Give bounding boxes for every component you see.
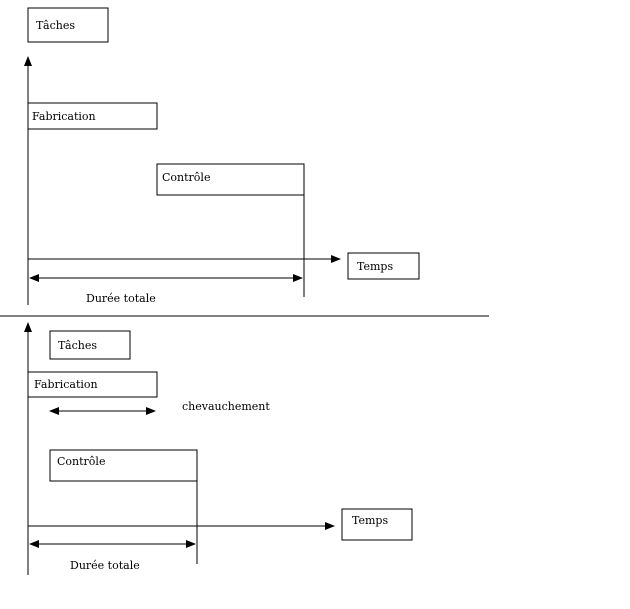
- taches-box: [27, 7, 109, 43]
- fabrication-box: [27, 371, 158, 398]
- taches-label: Tâches: [36, 19, 75, 32]
- duree-label: Durée totale: [86, 292, 156, 305]
- fabrication-label: Fabrication: [34, 378, 98, 391]
- temps-box: [347, 252, 420, 280]
- taches-label: Tâches: [58, 339, 97, 352]
- fabrication-box: [27, 102, 158, 130]
- duree-label: Durée totale: [70, 559, 140, 572]
- controle-label: Contrôle: [162, 171, 210, 184]
- sequential-diagram: Tâches Fabrication Contrôle Temps Durée …: [24, 7, 420, 305]
- controle-label: Contrôle: [57, 455, 105, 468]
- chevauchement-label: chevauchement: [182, 400, 270, 413]
- temps-box: [341, 508, 413, 541]
- fabrication-label: Fabrication: [32, 110, 96, 123]
- overlap-diagram: Tâches Fabrication chevauchement Contrôl…: [24, 322, 413, 575]
- controle-box: [156, 163, 305, 196]
- taches-box: [49, 330, 131, 360]
- temps-label: Temps: [357, 260, 393, 273]
- temps-label: Temps: [352, 514, 388, 527]
